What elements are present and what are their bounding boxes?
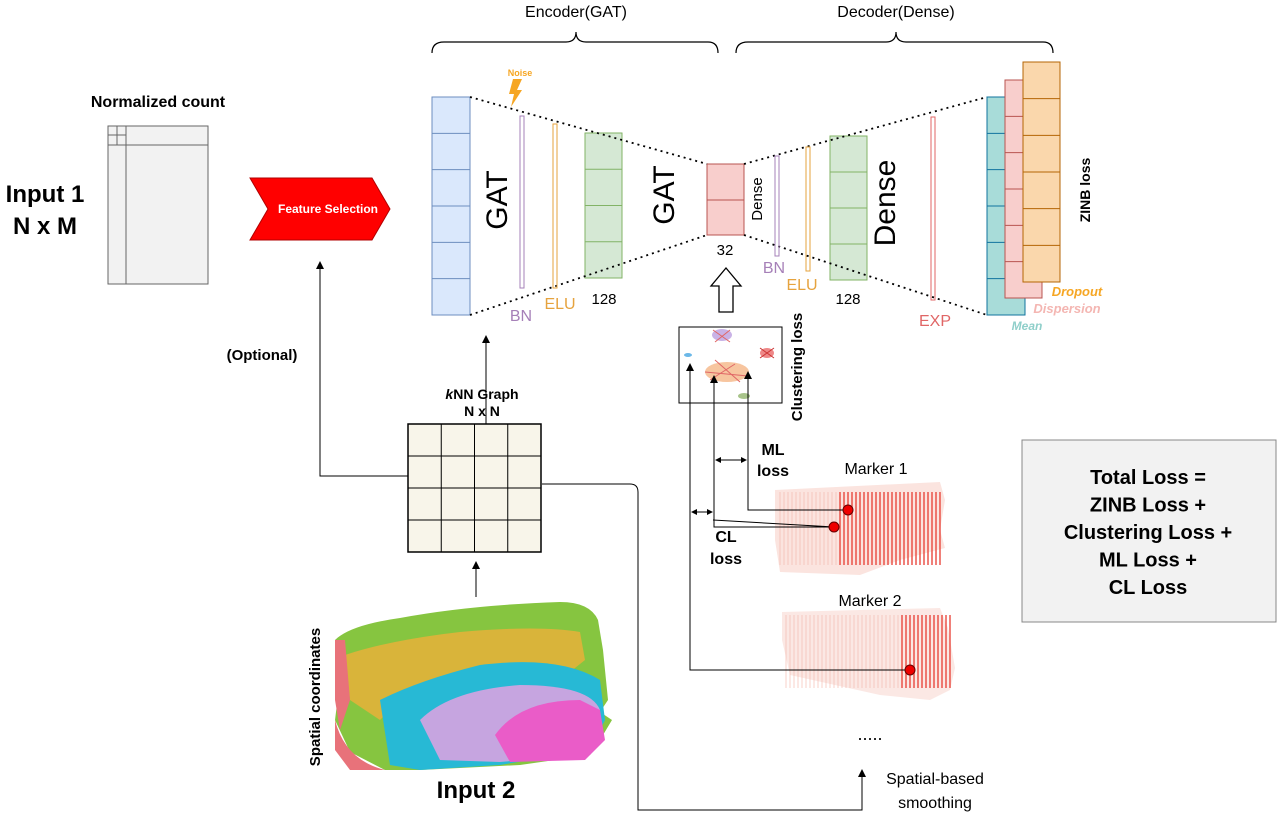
optional-label: (Optional) <box>227 347 298 364</box>
dim-128-enc: 128 <box>591 291 616 308</box>
encoder-input-block <box>431 96 471 316</box>
spatial-coordinates-plot <box>335 602 612 770</box>
elu-label-dec: ELU <box>786 277 817 294</box>
optional-arrow <box>316 261 408 477</box>
mean-label: Mean <box>1012 319 1043 333</box>
decoder-label: Decoder(Dense) <box>837 4 954 21</box>
feature-selection-label: Feature Selection <box>278 202 378 216</box>
feature-selection-arrow <box>249 177 391 241</box>
cl-loss-label-2: loss <box>710 551 742 568</box>
total-loss-line: Total Loss = <box>1090 467 1206 489</box>
latent-32-block <box>706 163 745 236</box>
decoder-128-block <box>829 135 868 281</box>
marker1-spot-b <box>828 521 840 533</box>
marker1-spot-a <box>842 504 854 516</box>
knn-dims: N x N <box>464 403 500 419</box>
total-loss-line: CL Loss <box>1109 577 1188 599</box>
dim-128-dec: 128 <box>835 291 860 308</box>
marker2-plot <box>782 608 955 700</box>
decoder-brace <box>735 31 1054 54</box>
smoothing-label-1: Spatial-based <box>886 771 984 788</box>
knn-k: k <box>445 386 454 402</box>
dropout-block <box>1022 61 1061 283</box>
smoothing-label-2: smoothing <box>898 795 972 812</box>
elu-layer-enc <box>552 123 558 289</box>
exp-layer <box>930 116 936 301</box>
spatial-coordinates-label: Spatial coordinates <box>307 628 324 766</box>
total-loss-text: Total Loss = ZINB Loss + Clustering Loss +… <box>1064 467 1232 599</box>
zinb-loss-label: ZINB loss <box>1077 158 1093 223</box>
input2-label: Input 2 <box>437 777 516 804</box>
dim-32: 32 <box>717 242 734 259</box>
marker1-plot <box>775 482 945 575</box>
exp-label: EXP <box>919 313 951 330</box>
encoder-label: Encoder(GAT) <box>525 4 627 21</box>
smoothing-arrow <box>542 483 866 811</box>
encoder-brace <box>431 31 719 54</box>
marker1-label: Marker 1 <box>844 461 907 478</box>
bn-layer-dec <box>774 155 780 257</box>
gat-label-1: GAT <box>481 170 514 229</box>
marker2-label: Marker 2 <box>838 593 901 610</box>
marker2-spot <box>904 664 916 676</box>
clustering-loss-label: Clustering loss <box>789 313 806 421</box>
noise-label: Noise <box>508 68 533 78</box>
bn-layer-enc <box>519 115 525 289</box>
ellipsis: ..... <box>857 724 882 744</box>
input1-label: Input 1 <box>6 181 85 208</box>
total-loss-box <box>1021 439 1277 623</box>
noise-bolt-icon <box>509 79 522 107</box>
normalized-count-label: Normalized count <box>91 94 226 111</box>
elu-layer-dec <box>805 146 811 272</box>
total-loss-line: ZINB Loss + <box>1090 495 1206 517</box>
total-loss-line: ML Loss + <box>1099 550 1197 572</box>
dense-big-label: Dense <box>869 160 902 247</box>
dispersion-label: Dispersion <box>1033 301 1100 316</box>
count-matrix <box>107 125 209 285</box>
gat-label-2: GAT <box>648 165 681 224</box>
total-loss-line: Clustering Loss + <box>1064 522 1232 544</box>
up-hollow-arrow <box>709 266 743 313</box>
dense-small-label: Dense <box>749 177 766 220</box>
encoder-128-block <box>584 132 623 279</box>
knn-graph-label: kNN Graph <box>445 386 518 402</box>
bn-label-dec: BN <box>763 260 785 277</box>
funnel-dotted-lines <box>469 96 988 316</box>
loss-connectors <box>686 363 910 671</box>
ml-loss-label-2: loss <box>757 463 789 480</box>
elu-label-enc: ELU <box>544 296 575 313</box>
dropout-label: Dropout <box>1052 284 1103 299</box>
clustering-plot <box>678 326 783 404</box>
knn-grid <box>407 423 542 553</box>
cl-loss-label-1: CL <box>715 529 737 546</box>
input1-dims: N x M <box>13 213 77 240</box>
bn-label-enc: BN <box>510 308 532 325</box>
ml-loss-label-1: ML <box>761 442 784 459</box>
